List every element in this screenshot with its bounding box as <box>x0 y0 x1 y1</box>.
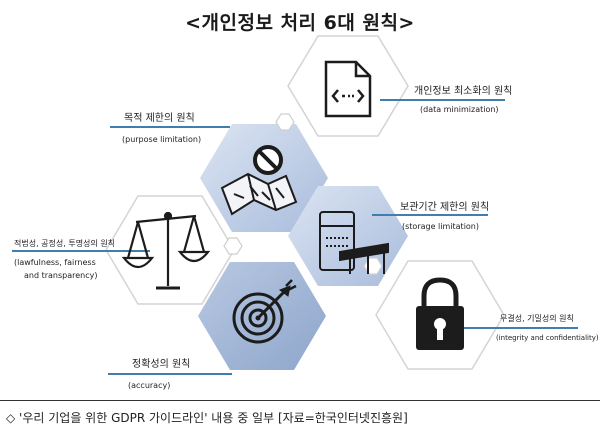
label-data-minimization-en: (data minimization) <box>420 105 499 114</box>
label-integrity: 무결성, 기밀성의 원칙 <box>500 314 574 323</box>
label-accuracy-en: (accuracy) <box>128 381 171 390</box>
label-data-minimization: 개인정보 최소화의 원칙 <box>414 86 513 97</box>
connector-hex <box>275 113 295 131</box>
map-prohibited-icon <box>220 145 298 216</box>
label-integrity-en: (integrity and confidentiality) <box>496 334 599 342</box>
connector-hex <box>223 237 243 255</box>
label-storage-limitation-en: (storage limitation) <box>402 222 479 231</box>
label-purpose-limitation: 목적 제한의 원칙 <box>124 113 195 124</box>
label-storage-limitation: 보관기간 제한의 원칙 <box>400 202 490 213</box>
server-barrier-icon <box>319 211 389 274</box>
page-title: <개인정보 처리 6대 원칙> <box>185 12 415 34</box>
document-code-icon <box>324 60 372 118</box>
target-arrow-icon <box>232 279 297 344</box>
label-lawfulness-en: (lawfulness, fairness and transparency) <box>14 258 98 280</box>
principles-diagram <box>12 35 578 375</box>
label-lawfulness: 적법성, 공정성, 투명성의 원칙 <box>14 239 116 248</box>
label-accuracy: 정확성의 원칙 <box>132 359 191 370</box>
scales-icon <box>121 211 211 290</box>
caption-area: ◇ '우리 기업을 위한 GDPR 가이드라인' 내용 중 일부 [자료=한국인… <box>0 400 600 433</box>
label-purpose-limitation-en: (purpose limitation) <box>122 135 202 144</box>
caption: ◇ '우리 기업을 위한 GDPR 가이드라인' 내용 중 일부 [자료=한국인… <box>6 411 408 425</box>
padlock-icon <box>416 277 464 350</box>
